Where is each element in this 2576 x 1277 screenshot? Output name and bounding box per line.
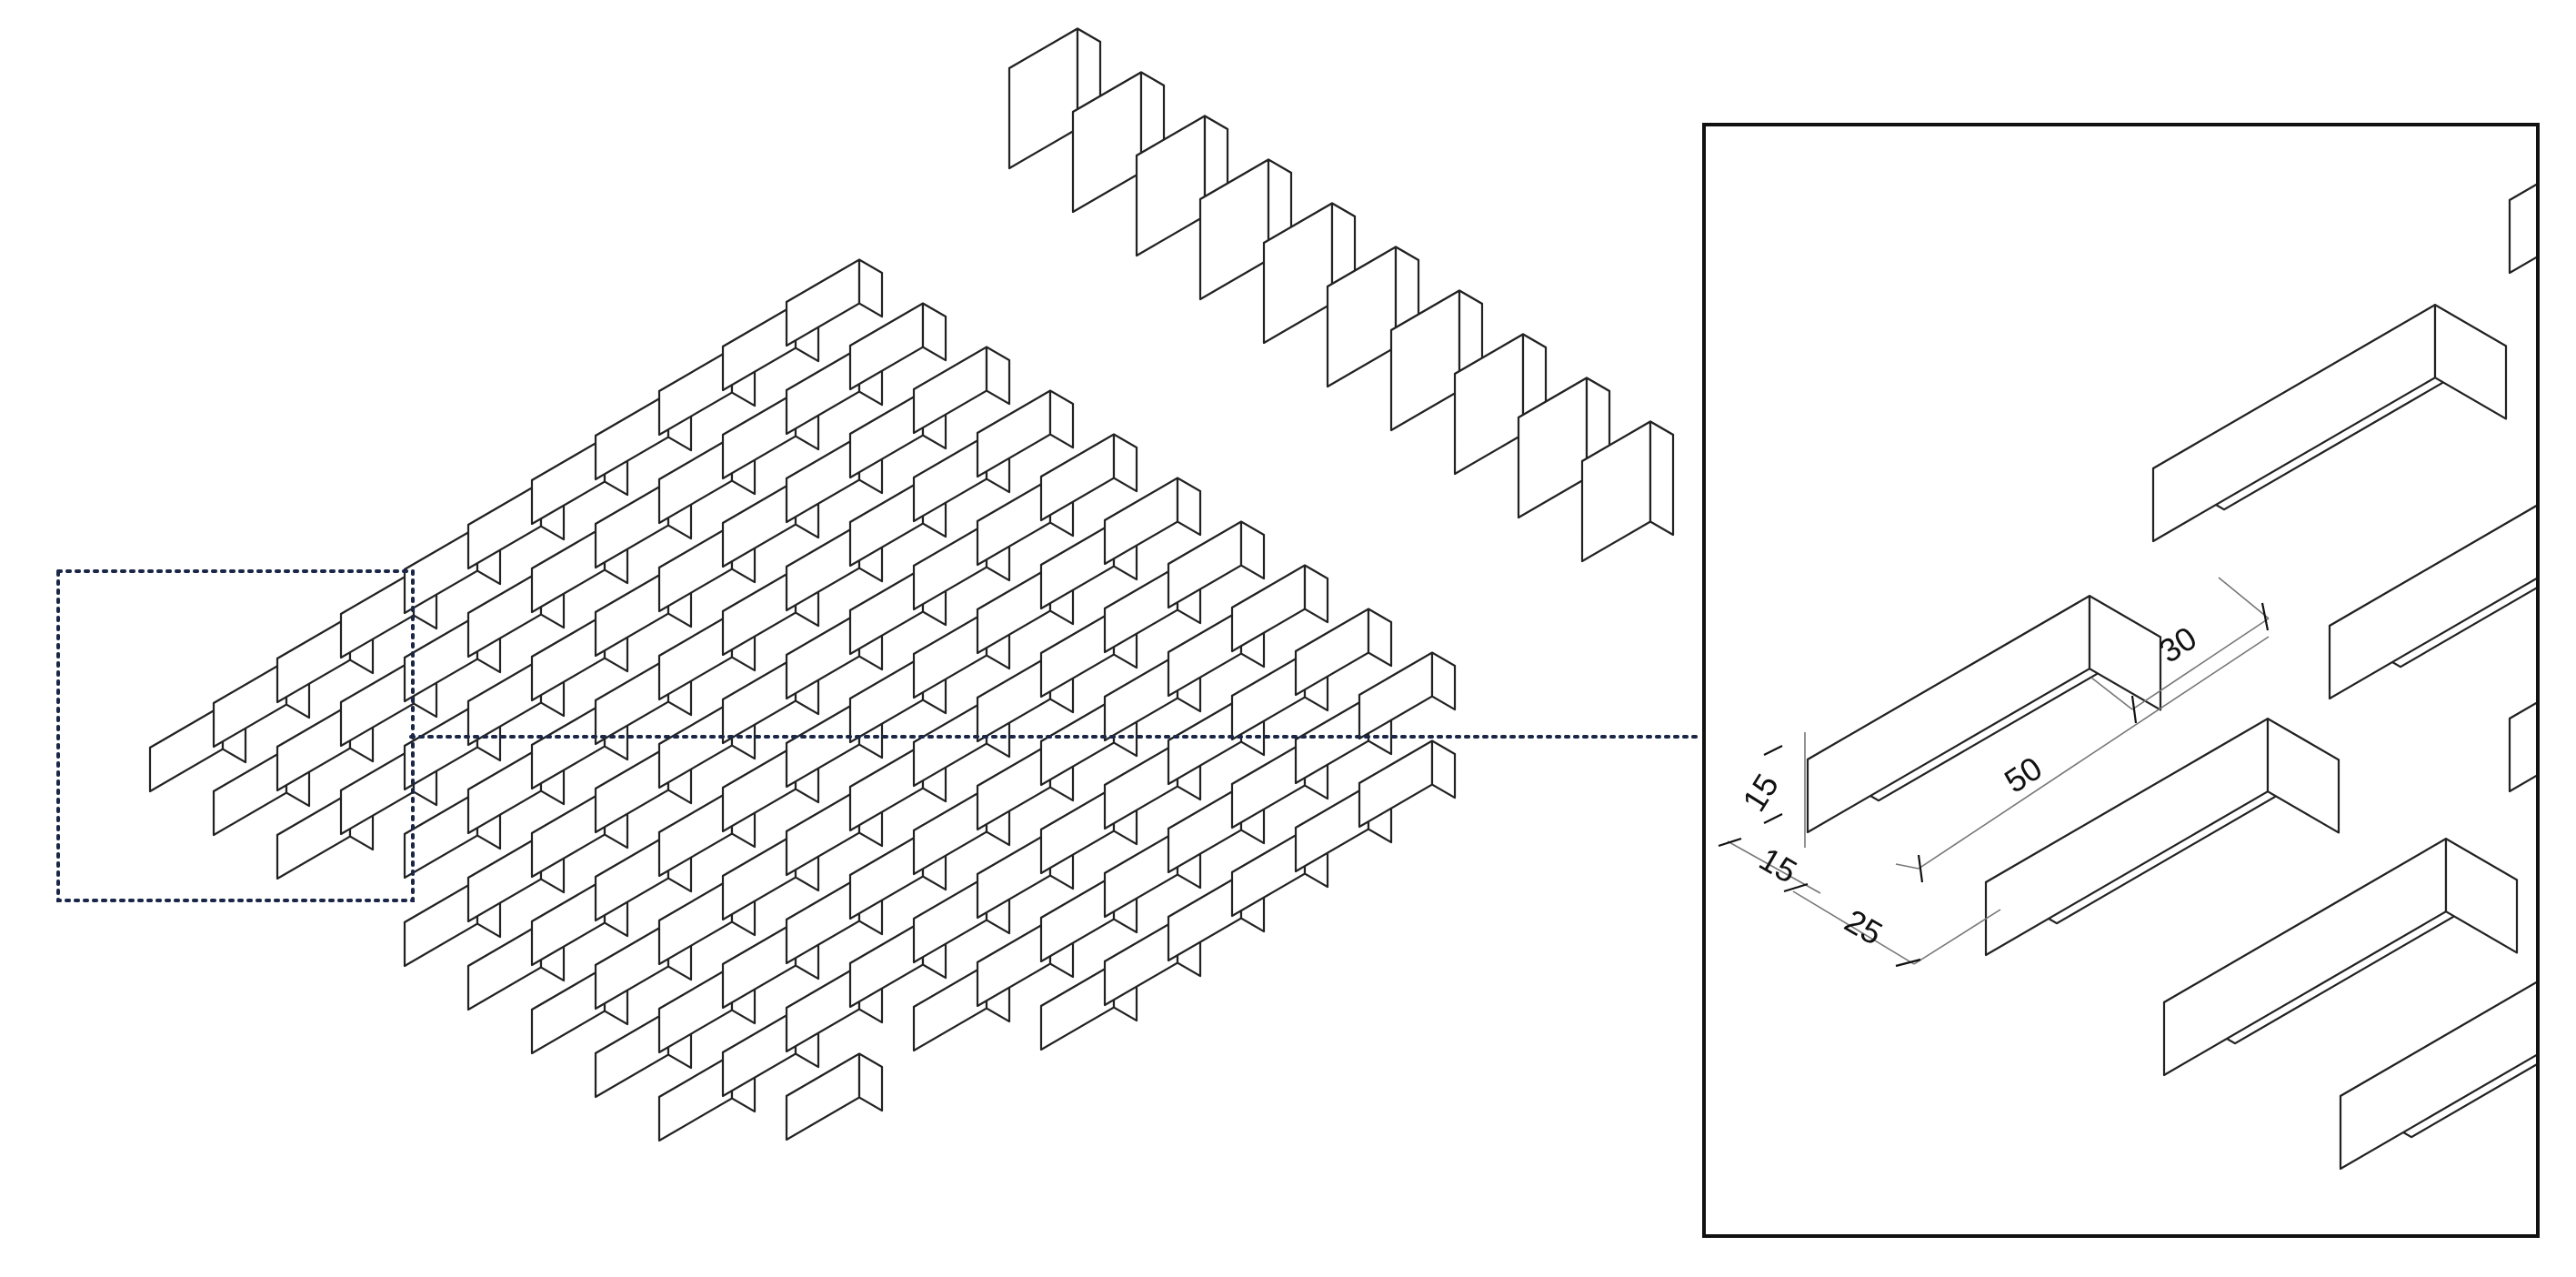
dim-tick <box>2130 695 2138 724</box>
building-block-42 <box>976 389 1075 478</box>
dim-line-length <box>1918 636 2270 870</box>
dim-tick <box>1895 958 1921 968</box>
detail-block-4 <box>2328 503 2538 700</box>
tall-block-7 <box>1453 333 1548 476</box>
dim-tick <box>1763 813 1783 824</box>
tall-block-9 <box>1580 420 1675 563</box>
detail-block-7 <box>2508 700 2538 793</box>
building-block-53 <box>1039 433 1138 522</box>
detail-block-0 <box>1806 595 2162 834</box>
building-block-112 <box>1358 739 1457 829</box>
tall-block-3 <box>1198 158 1293 301</box>
detail-block-5 <box>2339 980 2538 1171</box>
dim-line-side-gap-leader <box>1913 909 2001 965</box>
dim-line-ext-left <box>1895 863 1919 870</box>
building-block-86 <box>1230 564 1329 653</box>
detail-blocks <box>1806 182 2538 1171</box>
building-block-10 <box>785 258 884 347</box>
detail-panel: 15 15 25 50 30 <box>1702 123 2540 1238</box>
dim-tick <box>1718 837 1742 848</box>
block-grid <box>148 258 1457 1142</box>
dim-tick <box>1917 854 1924 883</box>
dim-line-ext-mid <box>2090 677 2133 710</box>
dim-line-side-gap <box>1792 890 1915 965</box>
dim-line-ext-right <box>2218 577 2270 619</box>
detail-block-2 <box>2151 304 2508 543</box>
dim-tick <box>2260 602 2270 631</box>
detail-block-3 <box>2162 838 2519 1077</box>
detail-panel-frame <box>1702 123 2540 1238</box>
dim-tick <box>1783 882 1809 893</box>
tall-block-6 <box>1389 289 1484 432</box>
detail-block-1 <box>1984 718 2340 957</box>
building-block-75 <box>1167 520 1266 609</box>
tall-block-row <box>1007 27 1675 563</box>
dim-tick <box>1763 745 1783 756</box>
building-block-21 <box>848 302 947 391</box>
dim-line-end-gap <box>2131 618 2270 710</box>
building-block-106 <box>1358 651 1457 740</box>
building-block-64 <box>1103 477 1202 566</box>
building-block-98 <box>785 1052 884 1141</box>
building-block-97 <box>1294 608 1393 697</box>
building-block-32 <box>912 346 1011 435</box>
detail-block-6 <box>2508 182 2538 275</box>
dimension-lines <box>1718 577 2270 968</box>
tall-block-2 <box>1135 115 1229 257</box>
